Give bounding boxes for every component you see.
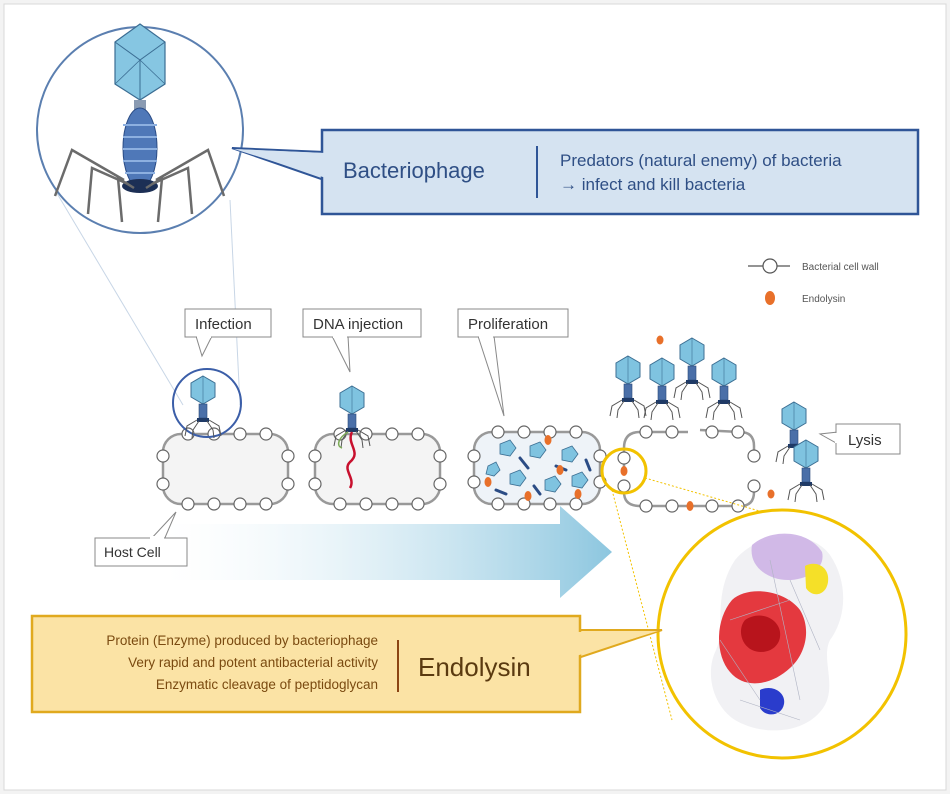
phage-description-line2: → infect and kill bacteria: [560, 175, 746, 194]
dna-injection-label-text: DNA injection: [313, 316, 403, 333]
endolysin-description-line2: Very rapid and potent antibacterial acti…: [128, 655, 378, 670]
lysis-label-text: Lysis: [848, 432, 882, 449]
endolysin-callout: [30, 614, 663, 714]
dna-injection-label: [302, 308, 422, 373]
legend-endolysin-label: Endolysin: [802, 294, 845, 305]
endolysin-description-line3: Enzymatic cleavage of peptidoglycan: [156, 677, 378, 692]
legend: [748, 258, 790, 305]
endolysin-description-line1: Protein (Enzyme) produced by bacteriopha…: [106, 633, 378, 648]
infection-label: [184, 308, 272, 358]
host-cell-label-text: Host Cell: [104, 544, 161, 560]
endolysin-title: Endolysin: [418, 652, 531, 682]
legend-cell-wall-label: Bacterial cell wall: [802, 262, 879, 273]
process-arrow: [165, 506, 612, 598]
endolysin-magnified-circle: [600, 447, 908, 760]
host-cell-proliferation: [467, 425, 607, 511]
bacteriophage-title: Bacteriophage: [343, 158, 485, 183]
host-cell-lysis: [609, 335, 825, 513]
cell-wall-legend-icon: [762, 258, 778, 274]
lysis-label: [818, 423, 901, 455]
proliferation-label: [457, 308, 569, 417]
infection-label-text: Infection: [195, 316, 252, 333]
host-cell-dna-injection: [308, 385, 447, 511]
proliferation-label-text: Proliferation: [468, 316, 548, 333]
bacteriophage-callout: [231, 128, 920, 216]
protein-structure-image: [710, 533, 844, 731]
endolysin-legend-icon: [765, 291, 775, 305]
host-cell-label: [94, 511, 188, 567]
phage-description-line1: Predators (natural enemy) of bacteria: [560, 151, 842, 170]
phage-magnified-circle: [36, 23, 244, 406]
host-cell-infection: [156, 368, 295, 511]
